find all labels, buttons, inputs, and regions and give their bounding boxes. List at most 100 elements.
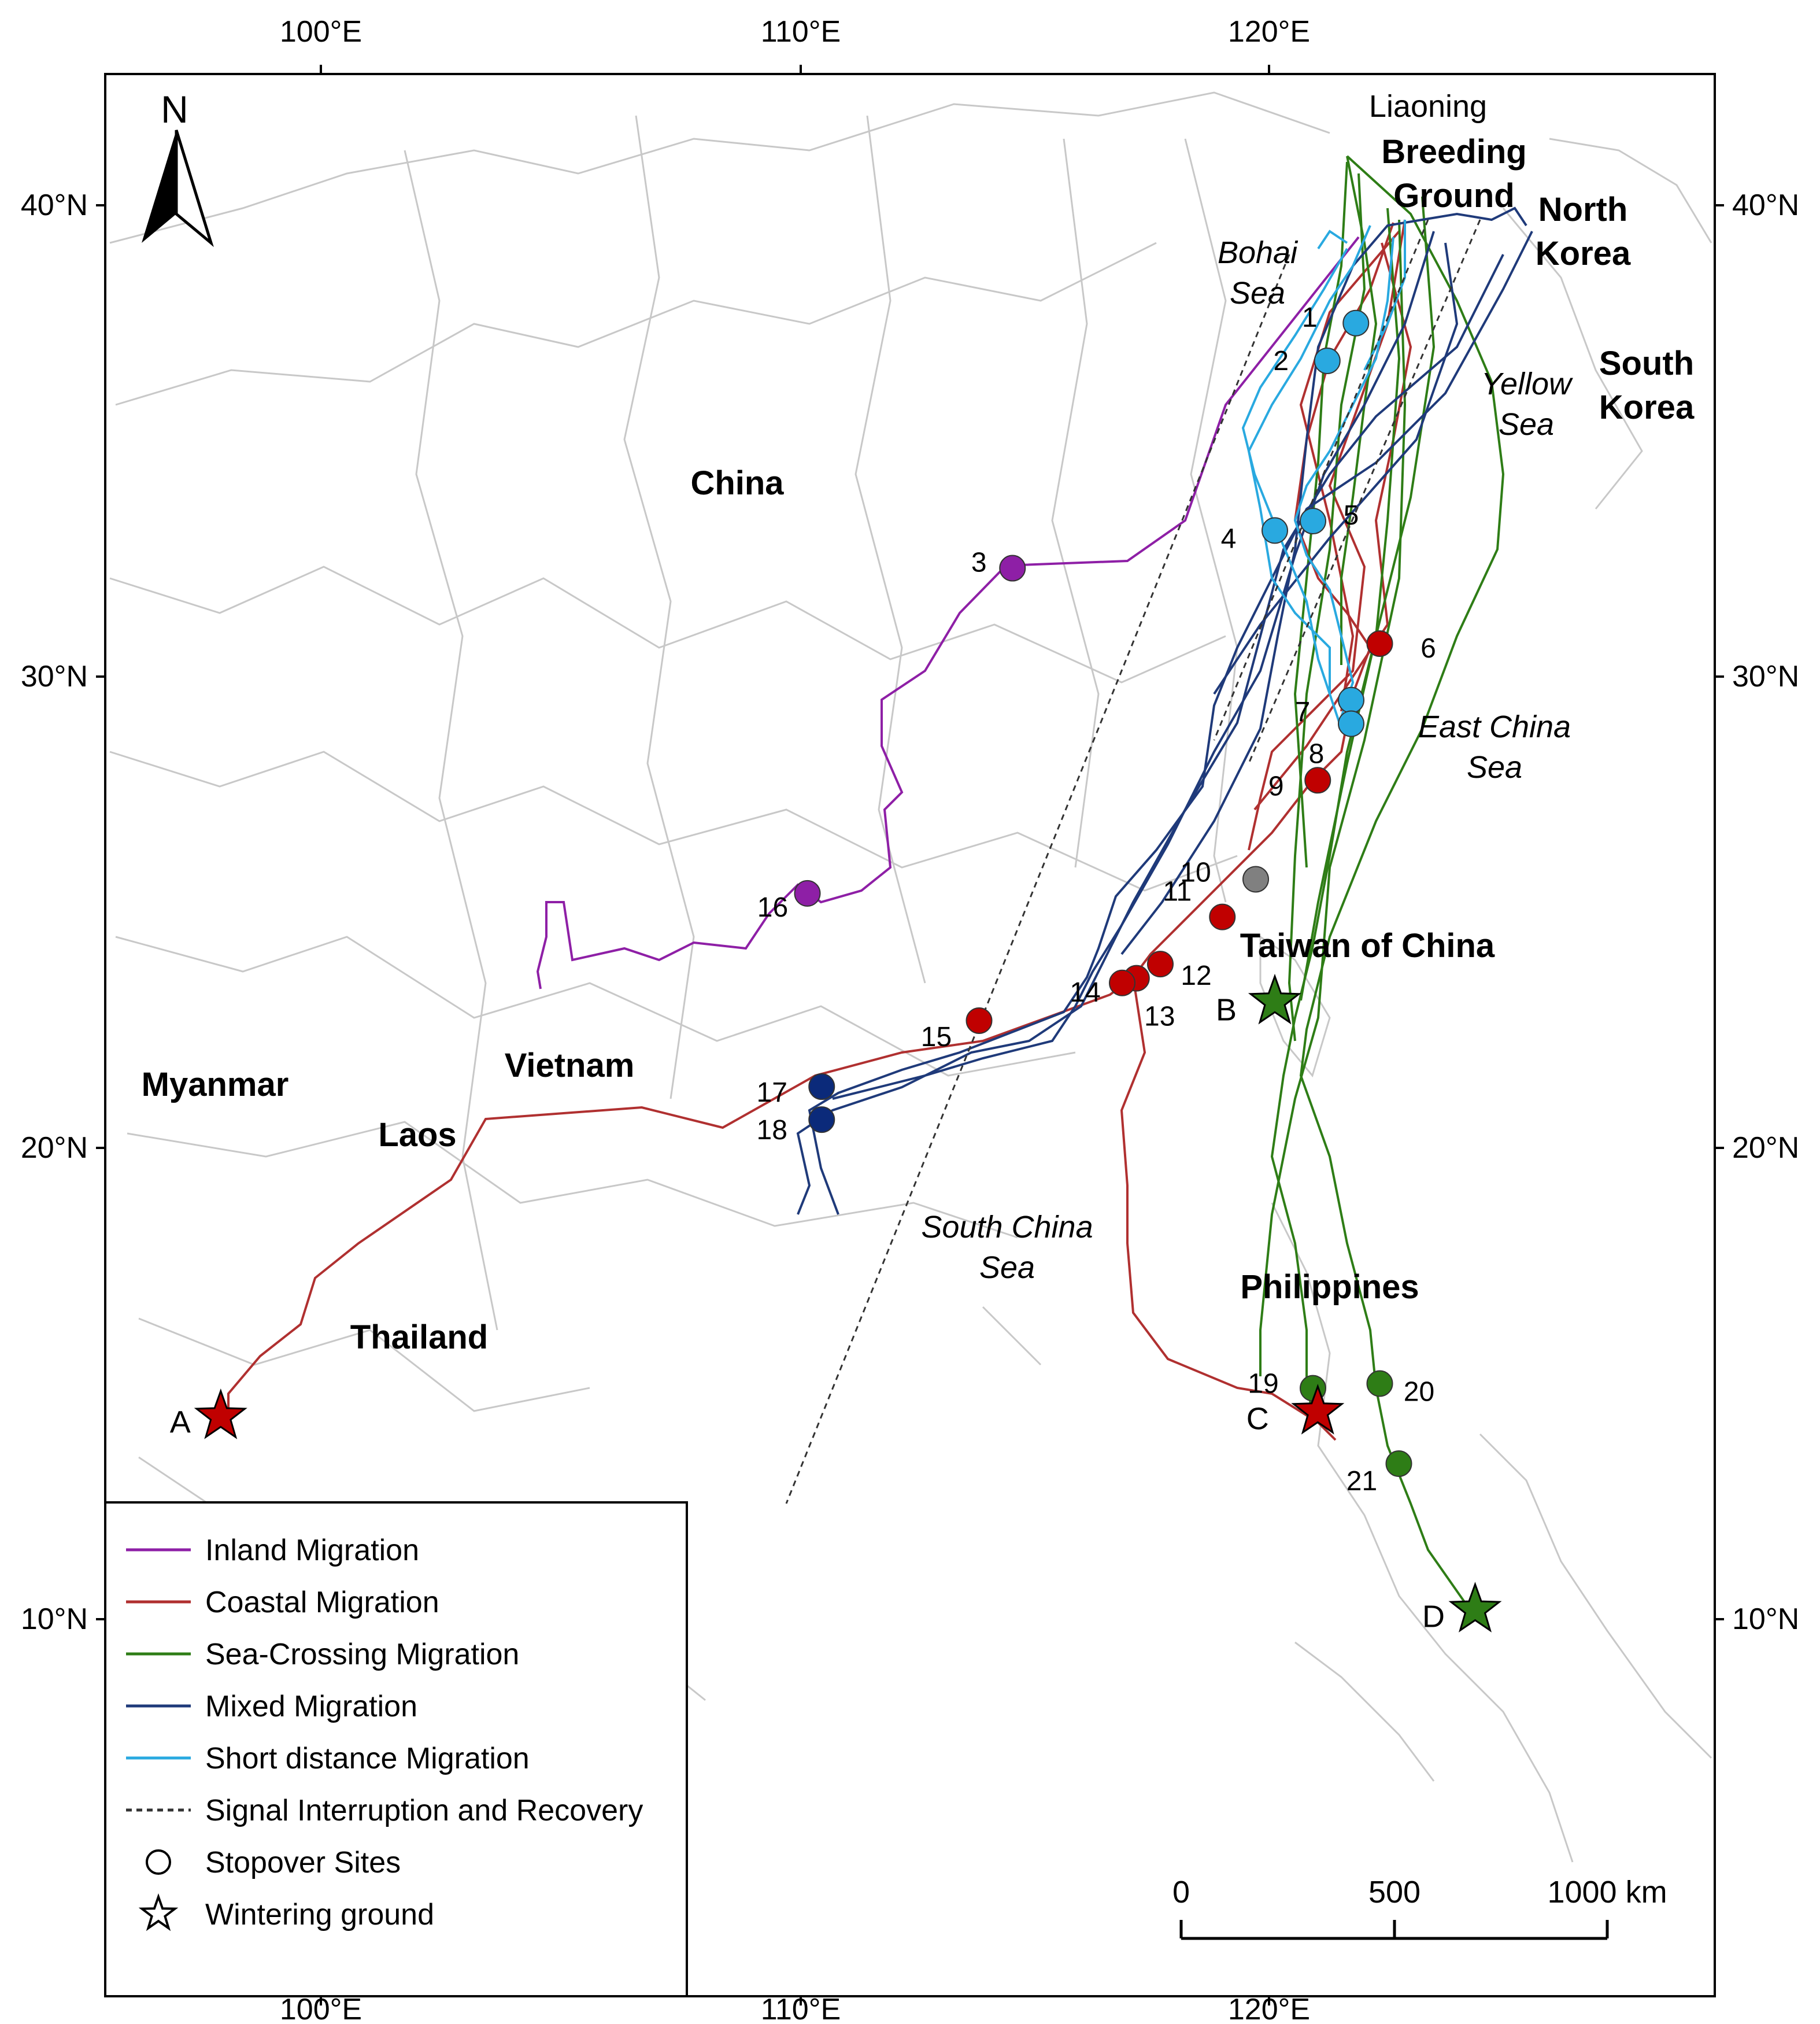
label-east-china-sea-line1: East China: [1418, 710, 1571, 744]
label-liaoning: Liaoning: [1369, 89, 1487, 124]
stopover-label-7: 7: [1295, 697, 1311, 727]
stopover-site-14: [1109, 969, 1135, 996]
label-south-korea-line1: South: [1599, 345, 1694, 382]
stopover-site-20: [1366, 1370, 1393, 1397]
label-myanmar: Myanmar: [142, 1066, 289, 1103]
label-north-korea-line2: Korea: [1536, 235, 1631, 272]
stopover-label-19: 19: [1248, 1369, 1278, 1399]
stopover-label-6: 6: [1421, 633, 1436, 664]
stopover-site-8: [1338, 710, 1364, 737]
label-philippines: Philippines: [1240, 1268, 1419, 1306]
lat-label-right-10: 10°N: [1732, 1602, 1799, 1636]
scale-label-0: 0: [1172, 1875, 1190, 1909]
stopover-label-17: 17: [757, 1077, 787, 1108]
stopover-label-4: 4: [1221, 523, 1237, 554]
stopover-site-3: [999, 555, 1026, 582]
lat-label-right-40: 40°N: [1732, 189, 1799, 222]
stopover-site-6: [1366, 630, 1393, 657]
stopover-label-2: 2: [1273, 346, 1289, 376]
stopover-site-17: [808, 1073, 835, 1100]
stopover-label-9: 9: [1268, 771, 1284, 802]
wintering-label-D: D: [1422, 1600, 1445, 1634]
label-laos: Laos: [378, 1116, 456, 1154]
legend-label-8: Wintering ground: [205, 1898, 434, 1931]
legend-label-6: Signal Interruption and Recovery: [205, 1794, 643, 1827]
label-south-china-sea-line2: Sea: [979, 1250, 1035, 1285]
stopover-label-14: 14: [1070, 977, 1100, 1008]
legend-label-4: Mixed Migration: [205, 1690, 417, 1723]
lon-label-top-100: 100°E: [280, 15, 362, 49]
wintering-ground-B-star-icon: [1248, 973, 1302, 1025]
lat-label-left-10: 10°N: [21, 1602, 88, 1636]
scale-label-1000: 1000 km: [1547, 1875, 1667, 1909]
label-bohai-sea-line2: Sea: [1230, 276, 1285, 311]
stopover-site-11: [1209, 903, 1236, 930]
lon-label-top-110: 110°E: [761, 15, 841, 49]
stopover-label-3: 3: [971, 548, 987, 578]
wintering-ground-C-star-icon: [1291, 1383, 1345, 1435]
track-sea-crossing: [1259, 155, 1505, 1609]
stopover-label-13: 13: [1144, 1002, 1175, 1032]
legend-symbol-7-circle-icon: [146, 1849, 171, 1875]
legend-label-1: Inland Migration: [205, 1534, 419, 1567]
track-short-distance: [1241, 220, 1406, 729]
stopover-label-16: 16: [757, 892, 788, 923]
stopover-label-20: 20: [1404, 1377, 1434, 1408]
north-arrow-icon: [142, 130, 214, 248]
lat-label-right-20: 20°N: [1732, 1131, 1799, 1165]
stopover-site-7: [1338, 686, 1364, 714]
stopover-label-1: 1: [1302, 302, 1318, 333]
legend-label-5: Short distance Migration: [205, 1742, 530, 1775]
wintering-label-A: A: [170, 1405, 191, 1440]
label-yellow-sea-line1: Yellow: [1481, 367, 1573, 401]
stopover-label-10: 10: [1180, 857, 1211, 888]
label-south-korea-line2: Korea: [1599, 389, 1695, 426]
stopover-site-9: [1304, 767, 1331, 794]
stopover-site-15: [966, 1007, 993, 1034]
legend-label-3: Sea-Crossing Migration: [205, 1638, 519, 1671]
wintering-label-B: B: [1216, 992, 1237, 1027]
lon-label-bottom-120: 120°E: [1228, 1993, 1310, 2024]
stopover-label-15: 15: [921, 1022, 952, 1052]
stopover-site-18: [808, 1106, 835, 1133]
label-bohai-sea-line1: Bohai: [1218, 235, 1299, 270]
stopover-site-1: [1342, 309, 1370, 337]
track-inland: [536, 236, 1360, 989]
scale-label-500: 500: [1368, 1875, 1421, 1909]
legend-box: [104, 1501, 688, 1997]
label-taiwan: Taiwan of China: [1240, 927, 1495, 965]
label-vietnam: Vietnam: [505, 1047, 635, 1084]
north-arrow-label: N: [161, 88, 188, 131]
stopover-label-11: 11: [1163, 877, 1192, 907]
lon-label-top-120: 120°E: [1228, 15, 1310, 49]
legend-symbol-8-star-icon: [138, 1893, 179, 1931]
label-breeding-ground-line2: Ground: [1393, 177, 1514, 215]
stopover-label-8: 8: [1309, 739, 1325, 770]
lat-label-left-40: 40°N: [21, 189, 88, 222]
legend-label-7: Stopover Sites: [205, 1846, 401, 1879]
lat-label-right-30: 30°N: [1732, 660, 1799, 693]
lon-ticks-bottom: [320, 1996, 1270, 2005]
label-south-china-sea-line1: South China: [921, 1210, 1093, 1244]
label-thailand: Thailand: [350, 1318, 488, 1356]
label-breeding-ground-line1: Breeding: [1381, 133, 1526, 171]
stopover-label-21: 21: [1346, 1466, 1377, 1497]
lon-label-bottom-110: 110°E: [761, 1993, 841, 2024]
lat-label-left-20: 20°N: [21, 1131, 88, 1165]
province-boundaries: [109, 91, 1712, 1863]
label-china: China: [690, 464, 784, 502]
wintering-ground-D-star-icon: [1448, 1582, 1502, 1633]
lon-label-bottom-100: 100°E: [280, 1993, 362, 2024]
wintering-ground-A-star-icon: [194, 1388, 247, 1439]
stopover-site-16: [794, 880, 821, 907]
stopover-site-10: [1242, 866, 1269, 893]
label-yellow-sea-line2: Sea: [1499, 407, 1554, 442]
stopover-site-5: [1300, 508, 1326, 535]
legend-label-2: Coastal Migration: [205, 1586, 439, 1619]
lon-ticks-top: [320, 65, 1270, 74]
label-east-china-sea-line2: Sea: [1467, 750, 1522, 785]
